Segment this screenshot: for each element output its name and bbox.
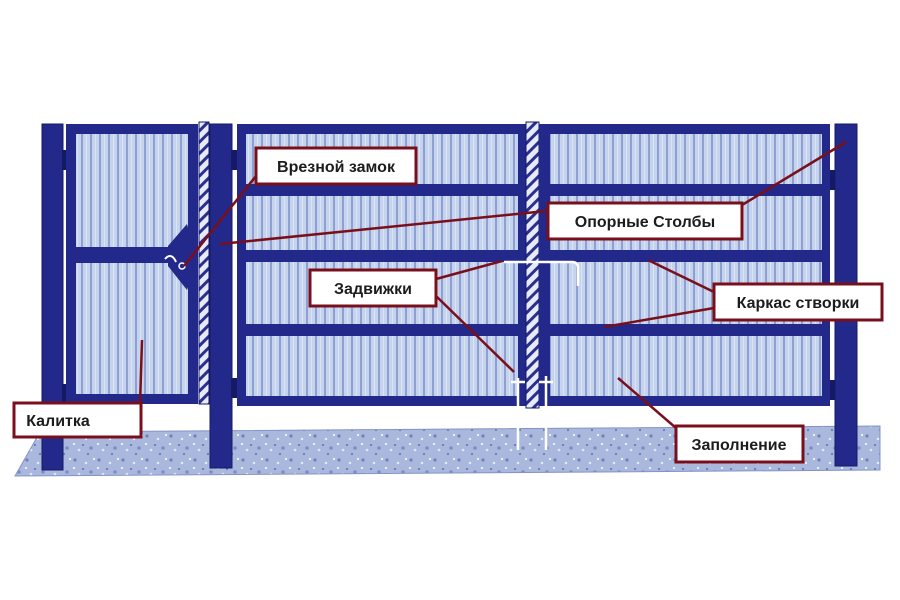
leader-latches-top — [435, 259, 503, 281]
leader-frame-top — [647, 258, 715, 294]
label-frame: Каркас створки — [712, 282, 884, 322]
label-posts-text: Опорные Столбы — [575, 214, 715, 231]
leader-wicket — [138, 339, 144, 406]
wicket-hatch-strip — [198, 121, 210, 405]
leader-posts-right — [741, 140, 847, 207]
label-infill: Заполнение — [674, 424, 805, 464]
label-wicket: Калитка — [12, 401, 143, 439]
leader-lock — [183, 175, 257, 267]
leader-infill — [617, 377, 677, 429]
leader-lines — [138, 140, 847, 429]
label-posts: Опорные Столбы — [546, 201, 744, 241]
label-latches: Задвижки — [308, 268, 438, 308]
gate-center-seam — [525, 121, 540, 409]
label-lock: Врезной замок — [254, 146, 418, 186]
post-left — [41, 123, 64, 471]
leader-latches-bottom — [435, 295, 515, 373]
leader-frame-bottom — [603, 306, 715, 329]
wicket-door — [66, 121, 210, 405]
label-infill-text: Заполнение — [691, 437, 786, 454]
gate-leaf-right — [539, 124, 830, 406]
label-wicket-text: Калитка — [26, 413, 90, 430]
label-frame-text: Каркас створки — [737, 295, 860, 312]
label-lock-text: Врезной замок — [277, 159, 396, 176]
post-middle — [209, 123, 233, 469]
leader-posts-left — [219, 208, 557, 246]
label-latches-text: Задвижки — [334, 281, 412, 298]
latch-bolts — [504, 260, 580, 450]
lock-plate — [168, 224, 194, 290]
hinges — [62, 150, 835, 404]
